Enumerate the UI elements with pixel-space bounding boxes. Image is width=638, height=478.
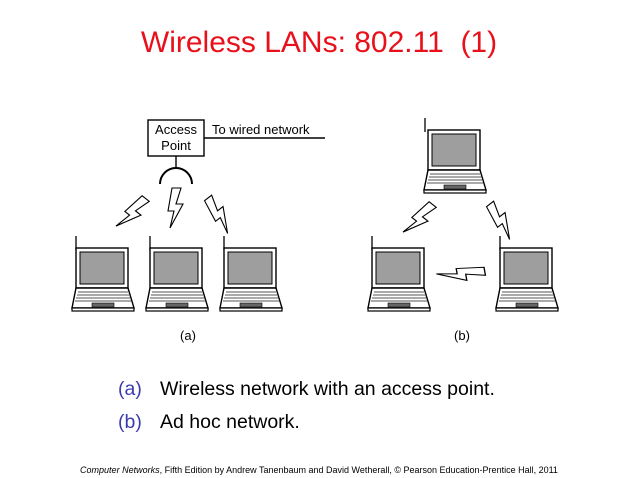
bullet-marker: (b) [118, 411, 142, 433]
caption-b: (b) [454, 328, 470, 343]
wireless-signal-bolt [482, 199, 521, 242]
laptop-a2-icon [145, 236, 209, 312]
citation-text: , Fifth Edition by Andrew Tanenbaum and … [159, 465, 558, 475]
laptop-b-right-icon [495, 236, 559, 312]
laptop-a3-icon [219, 236, 283, 312]
access-point-label-line1: Access [155, 122, 197, 137]
wired-connection: To wired network [204, 122, 325, 139]
caption-a: (a) [180, 328, 196, 343]
wireless-signal-bolt [167, 187, 184, 229]
wired-network-label: To wired network [212, 122, 310, 137]
wireless-signal-bolt [400, 198, 439, 241]
slide-title: Wireless LANs: 802.11 (1) [140, 26, 498, 59]
wireless-signal-bolt [435, 263, 487, 287]
wireless-signal-bolt [200, 193, 239, 236]
wireless-signal-bolt [113, 192, 152, 235]
footer-citation: Computer Networks, Fifth Edition by Andr… [0, 465, 638, 475]
laptop-b-top-icon [423, 118, 487, 194]
book-title: Computer Networks [80, 465, 160, 475]
bullet-item-b: (b) Ad hoc network. [118, 411, 495, 444]
access-point-label-line2: Point [161, 138, 191, 153]
laptop-a1-icon [71, 236, 135, 312]
bullet-list: (a) Wireless network with an access point… [118, 378, 495, 444]
access-point: Access Point [147, 119, 205, 185]
bullet-item-a: (a) Wireless network with an access point… [118, 378, 495, 411]
laptop-b-left-icon [367, 236, 431, 312]
bullet-text: Ad hoc network. [160, 411, 300, 433]
bullet-text: Wireless network with an access point. [160, 378, 495, 400]
bullet-marker: (a) [118, 378, 142, 400]
